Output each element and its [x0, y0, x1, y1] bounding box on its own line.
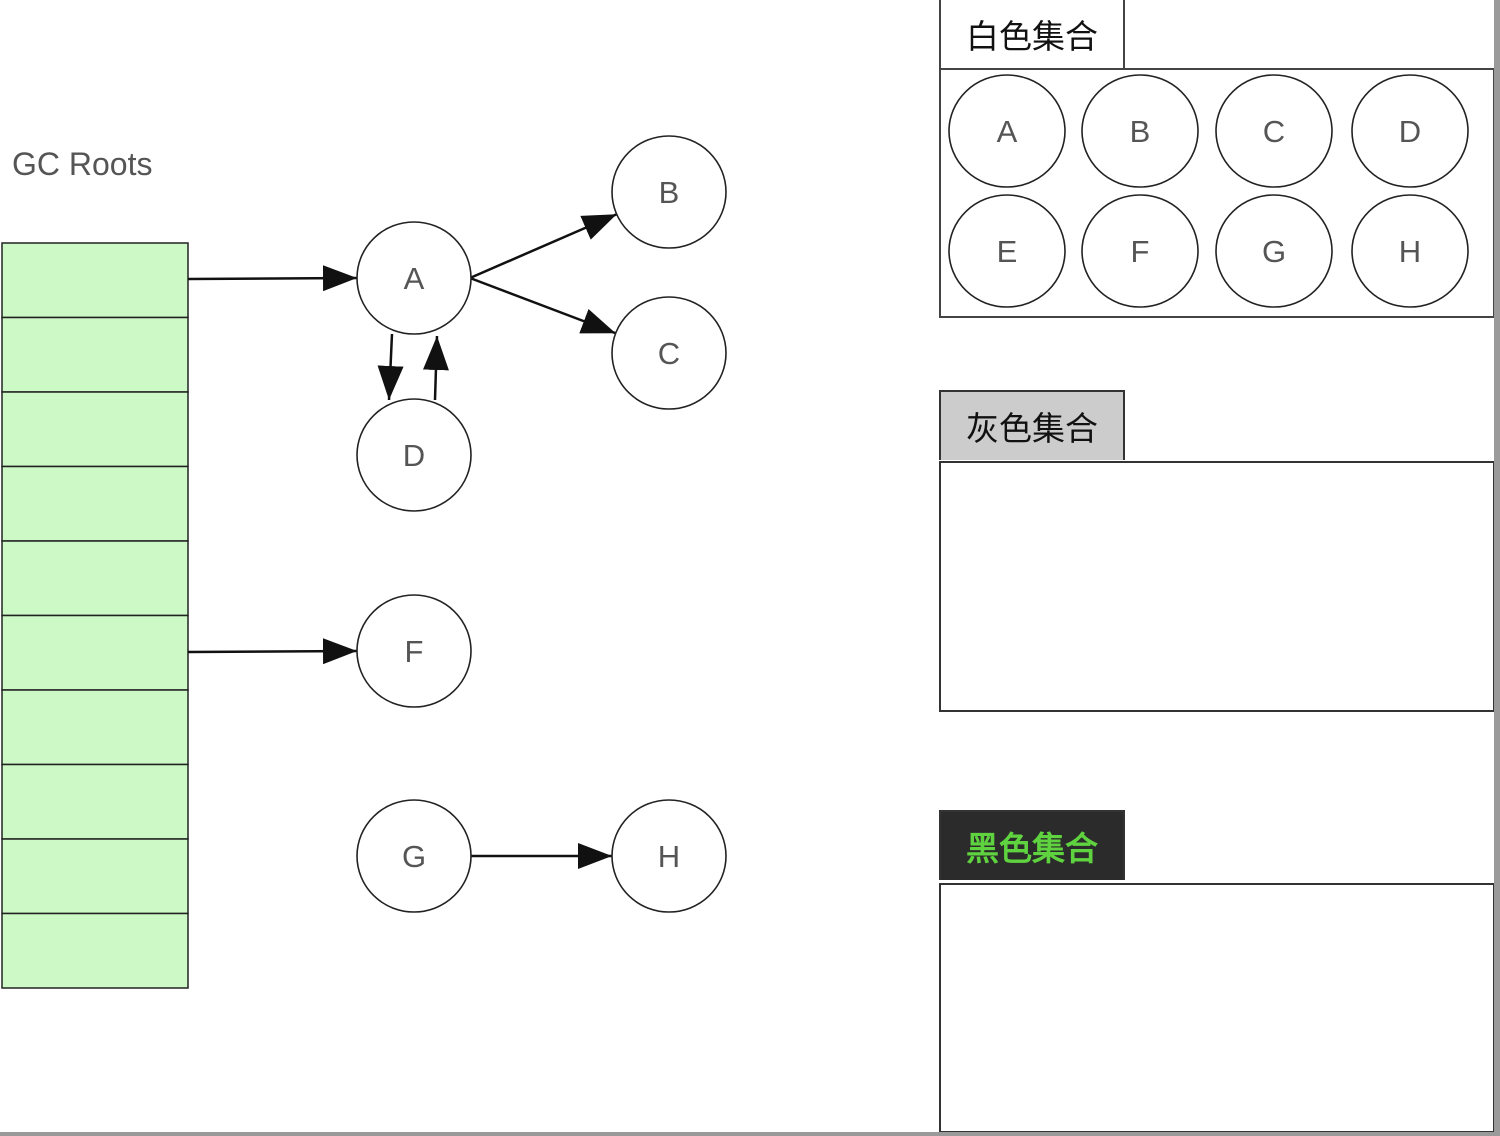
object-label: C — [658, 336, 680, 371]
object-node-d: D — [356, 398, 472, 512]
object-nodes: A B C D F G H — [356, 135, 727, 913]
window-right-edge — [1494, 0, 1500, 1136]
gray-set-tab: 灰色集合 — [939, 390, 1125, 460]
gc-root-slot — [1, 614, 189, 691]
window-bottom-edge — [0, 1132, 1500, 1136]
object-circle — [611, 799, 727, 913]
white-set-label: 白色集合 — [966, 17, 1098, 56]
object-label: B — [659, 175, 680, 210]
black-set-tab: 黑色集合 — [939, 810, 1125, 880]
object-circle — [611, 296, 727, 410]
gc-root-slot — [1, 689, 189, 766]
gc-root-slot — [1, 316, 189, 393]
reference-arrow — [187, 265, 358, 292]
object-circle — [356, 398, 472, 512]
object-node-b: B — [611, 135, 727, 249]
reference-arrow — [187, 638, 358, 665]
reference-arrow — [377, 333, 404, 401]
gray-set-box — [939, 461, 1495, 712]
object-circle — [611, 135, 727, 249]
gc-roots-stack — [1, 242, 189, 989]
gc-root-slot — [1, 465, 189, 542]
gc-root-slot — [1, 912, 189, 989]
gc-roots-title: GC Roots — [12, 146, 153, 182]
object-node-h: H — [611, 799, 727, 913]
object-label: D — [403, 438, 425, 473]
gc-root-slot — [1, 242, 189, 319]
white-set-tab: 白色集合 — [939, 0, 1125, 68]
object-label: A — [404, 261, 425, 296]
black-set-box — [939, 883, 1495, 1133]
gc-root-slot — [1, 540, 189, 617]
gc-root-slot — [1, 763, 189, 840]
white-set-box — [939, 68, 1495, 318]
black-set-label: 黑色集合 — [966, 829, 1098, 868]
object-circle — [356, 221, 472, 335]
object-node-f: F — [356, 594, 472, 708]
reference-arrow — [422, 335, 449, 401]
object-circle — [356, 594, 472, 708]
reference-edges — [187, 213, 618, 869]
gc-root-slot — [1, 838, 189, 915]
object-node-g: G — [356, 799, 472, 913]
gc-root-slot — [1, 391, 189, 468]
reference-arrow — [469, 213, 618, 280]
gray-set-label: 灰色集合 — [966, 409, 1098, 448]
object-node-c: C — [611, 296, 727, 410]
object-label: F — [405, 634, 424, 669]
object-label: G — [402, 839, 426, 874]
object-label: H — [658, 839, 680, 874]
object-node-a: A — [356, 221, 472, 335]
reference-arrow — [469, 276, 617, 335]
object-circle — [356, 799, 472, 913]
